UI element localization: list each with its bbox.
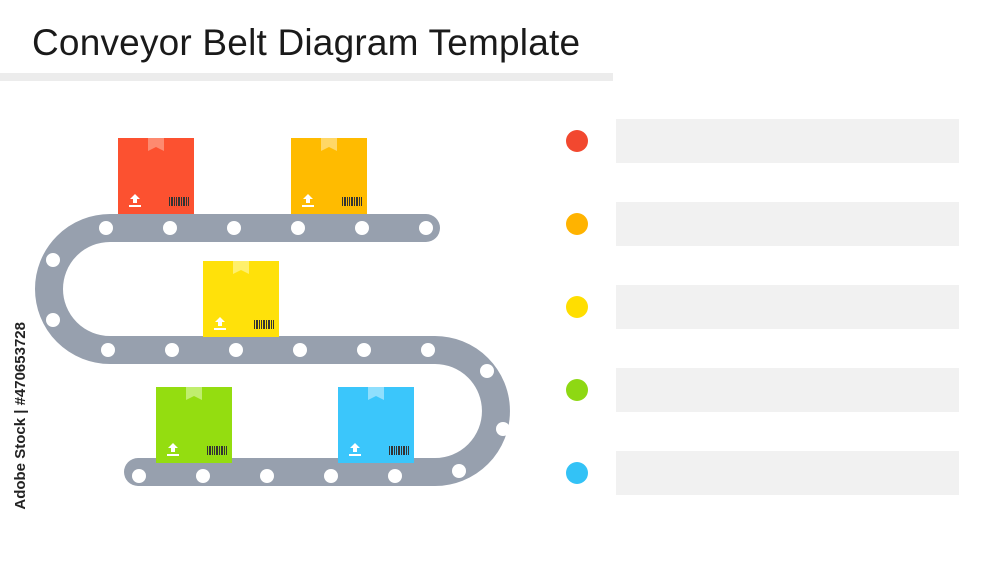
up-arrow-icon	[302, 194, 314, 207]
belt-roller-dot	[421, 343, 435, 357]
barcode-icon	[389, 446, 409, 455]
belt-roller-dot	[388, 469, 402, 483]
belt-roller-dot	[355, 221, 369, 235]
box-body	[338, 387, 414, 463]
belt-roller-dot	[324, 469, 338, 483]
box-red	[118, 138, 194, 214]
belt-roller-dot	[132, 469, 146, 483]
conveyor-belt	[35, 214, 510, 486]
belt-roller-dot	[357, 343, 371, 357]
legend-item-yellow-dot	[566, 296, 588, 318]
belt-roller-dot	[452, 464, 466, 478]
belt-roller-dot	[227, 221, 241, 235]
legend-item-blue-dot	[566, 462, 588, 484]
belt-roller-dot	[229, 343, 243, 357]
box-tape	[368, 387, 384, 400]
up-arrow-icon	[214, 317, 226, 330]
belt-track	[35, 214, 510, 486]
belt-roller-dot	[291, 221, 305, 235]
barcode-icon	[207, 446, 227, 455]
belt-roller-dot	[260, 469, 274, 483]
belt-roller-dot	[165, 343, 179, 357]
belt-roller-dot	[496, 422, 510, 436]
up-arrow-icon	[167, 443, 179, 456]
box-body	[203, 261, 279, 337]
belt-roller-dot	[99, 221, 113, 235]
legend-item-blue-text-placeholder	[616, 451, 959, 495]
up-arrow-icon	[129, 194, 141, 207]
belt-roller-dot	[46, 253, 60, 267]
legend-item-green-dot	[566, 379, 588, 401]
box-green	[156, 387, 232, 463]
box-yellow	[203, 261, 279, 337]
box-body	[291, 138, 367, 214]
box-tape	[321, 138, 337, 151]
barcode-icon	[342, 197, 362, 206]
box-body	[156, 387, 232, 463]
belt-roller-dot	[480, 364, 494, 378]
boxes	[118, 138, 414, 463]
barcode-icon	[169, 197, 189, 206]
belt-roller-dot	[419, 221, 433, 235]
box-orange	[291, 138, 367, 214]
belt-roller-dot	[293, 343, 307, 357]
box-tape	[148, 138, 164, 151]
box-body	[118, 138, 194, 214]
box-blue	[338, 387, 414, 463]
legend-item-red-text-placeholder	[616, 119, 959, 163]
belt-roller-dot	[163, 221, 177, 235]
legend-item-red-dot	[566, 130, 588, 152]
legend-item-orange-dot	[566, 213, 588, 235]
belt-rollers	[46, 221, 510, 483]
belt-roller-dot	[46, 313, 60, 327]
legend-item-orange-text-placeholder	[616, 202, 959, 246]
box-tape	[233, 261, 249, 274]
legend-item-green-text-placeholder	[616, 368, 959, 412]
barcode-icon	[254, 320, 274, 329]
title-underline	[0, 73, 613, 81]
belt-roller-dot	[196, 469, 210, 483]
page-title: Conveyor Belt Diagram Template	[32, 22, 581, 63]
box-tape	[186, 387, 202, 400]
legend-item-yellow-text-placeholder	[616, 285, 959, 329]
belt-roller-dot	[101, 343, 115, 357]
side-credit-text: Adobe Stock | #470653728	[12, 322, 29, 510]
up-arrow-icon	[349, 443, 361, 456]
